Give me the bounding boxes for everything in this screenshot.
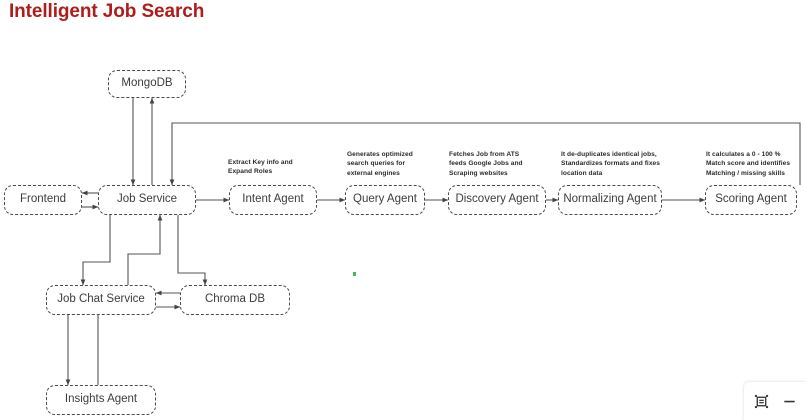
node-frontend-label: Frontend [19,193,67,206]
node-query-agent-label: Query Agent [353,193,417,206]
node-intent-agent[interactable]: Intent Agent [229,185,317,215]
node-normalizing-agent[interactable]: Normalizing Agent [558,185,662,215]
fit-view-icon[interactable] [752,392,770,410]
minus-glyph [783,400,795,402]
node-query-agent[interactable]: Query Agent [345,185,425,215]
node-chroma-db[interactable]: Chroma DB [180,285,290,315]
node-normalizing-agent-label: Normalizing Agent [563,193,657,206]
canvas-controls-panel[interactable] [744,382,806,420]
node-scoring-agent[interactable]: Scoring Agent [705,185,797,215]
node-insights-agent-label: Insights Agent [64,393,138,406]
page-title: Intelligent Job Search [9,1,205,22]
annotation-normalizing-agent: It de-duplicates identical jobs, Standar… [561,151,660,177]
diagram-canvas[interactable]: MongoDB Frontend Job Service Intent Agen… [0,30,806,420]
node-discovery-agent-label: Discovery Agent [455,193,539,206]
node-mongodb[interactable]: MongoDB [108,70,186,98]
fit-view-glyph [754,394,768,408]
node-scoring-agent-label: Scoring Agent [715,193,787,206]
annotation-intent-agent: Extract Key info and Expand Roles [228,159,293,176]
annotation-scoring-agent: It calculates a 0 - 100 % Match score an… [706,151,791,177]
node-frontend[interactable]: Frontend [4,185,82,215]
node-chroma-db-label: Chroma DB [204,293,266,306]
node-mongodb-label: MongoDB [121,77,173,90]
node-intent-agent-label: Intent Agent [242,193,304,206]
node-job-chat-service-label: Job Chat Service [57,293,145,306]
node-insights-agent[interactable]: Insights Agent [46,385,156,415]
annotation-query-agent: Generates optimized search queries for e… [347,151,413,177]
node-job-service-label: Job Service [116,193,178,206]
node-discovery-agent[interactable]: Discovery Agent [448,185,546,215]
zoom-out-icon[interactable] [780,392,798,410]
edge-job-chat-service-to-job-service [127,214,163,285]
cursor-marker-dot [353,272,356,276]
edge-job-service-to-chroma-db [177,215,208,286]
annotation-discovery-agent: Fetches Job from ATS feeds Google Jobs a… [449,151,523,177]
edge-scoring-feedback-to-job-service [169,122,801,186]
node-job-chat-service[interactable]: Job Chat Service [46,285,156,315]
edge-job-service-to-job-chat-service [80,215,111,286]
diagram-edges [65,97,801,386]
node-job-service[interactable]: Job Service [98,185,196,215]
